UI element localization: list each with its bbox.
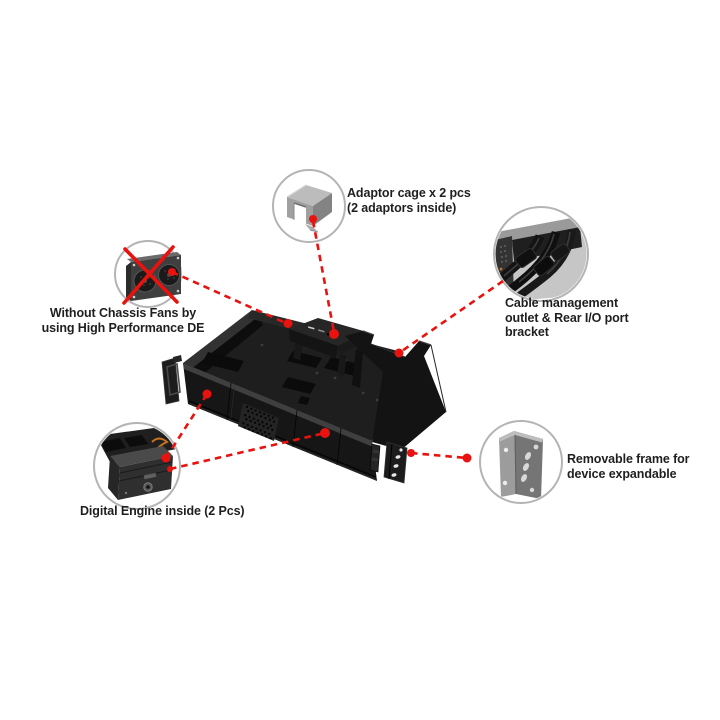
callout-lens-cable-management — [493, 206, 589, 302]
cable-management-label: Cable management outlet & Rear I/O port … — [505, 296, 629, 339]
leader-removable-frame — [410, 451, 468, 460]
rear-right-wall — [345, 331, 446, 450]
left-mounting-ear-shape — [161, 355, 182, 405]
leader-cable-management — [398, 279, 504, 355]
callout-lens-adaptor-cage — [272, 169, 346, 243]
rear-cables-icon — [495, 214, 587, 300]
leader-digital-engine-1 — [164, 393, 209, 459]
callout-lens-removable-frame — [479, 420, 563, 504]
chassis-left-wall-top — [183, 310, 259, 370]
front-groove — [188, 400, 377, 478]
chassis-illustration — [161, 310, 447, 484]
l-bracket-icon — [499, 431, 543, 499]
front-vent-plate — [238, 403, 279, 441]
leader-dots — [161, 215, 472, 472]
leader-chassis-fans — [171, 270, 289, 326]
red-x-mark — [122, 245, 179, 305]
callout-lens-chassis-fans — [114, 240, 182, 308]
chassis-front-face — [183, 363, 377, 481]
front-vent-holes — [242, 405, 276, 440]
removable-frame-label: Removable frame for device expandable — [567, 452, 690, 481]
leader-digital-engine-2 — [169, 431, 326, 471]
right-mounting-ear-shape — [369, 441, 408, 484]
crossed-out-fan-icon — [122, 245, 181, 305]
leader-adaptor-cage — [311, 220, 336, 333]
chassis-fans-label: Without Chassis Fans by using High Perfo… — [41, 306, 205, 335]
leader-lines — [164, 220, 504, 471]
digital-engine-icon — [96, 426, 179, 500]
adaptor-cage-icon — [286, 184, 332, 233]
callout-lens-digital-engine — [93, 422, 181, 510]
digital-engine-label: Digital Engine inside (2 Pcs) — [80, 504, 245, 518]
adaptor-cage-label: Adaptor cage x 2 pcs (2 adaptors inside) — [347, 186, 471, 215]
